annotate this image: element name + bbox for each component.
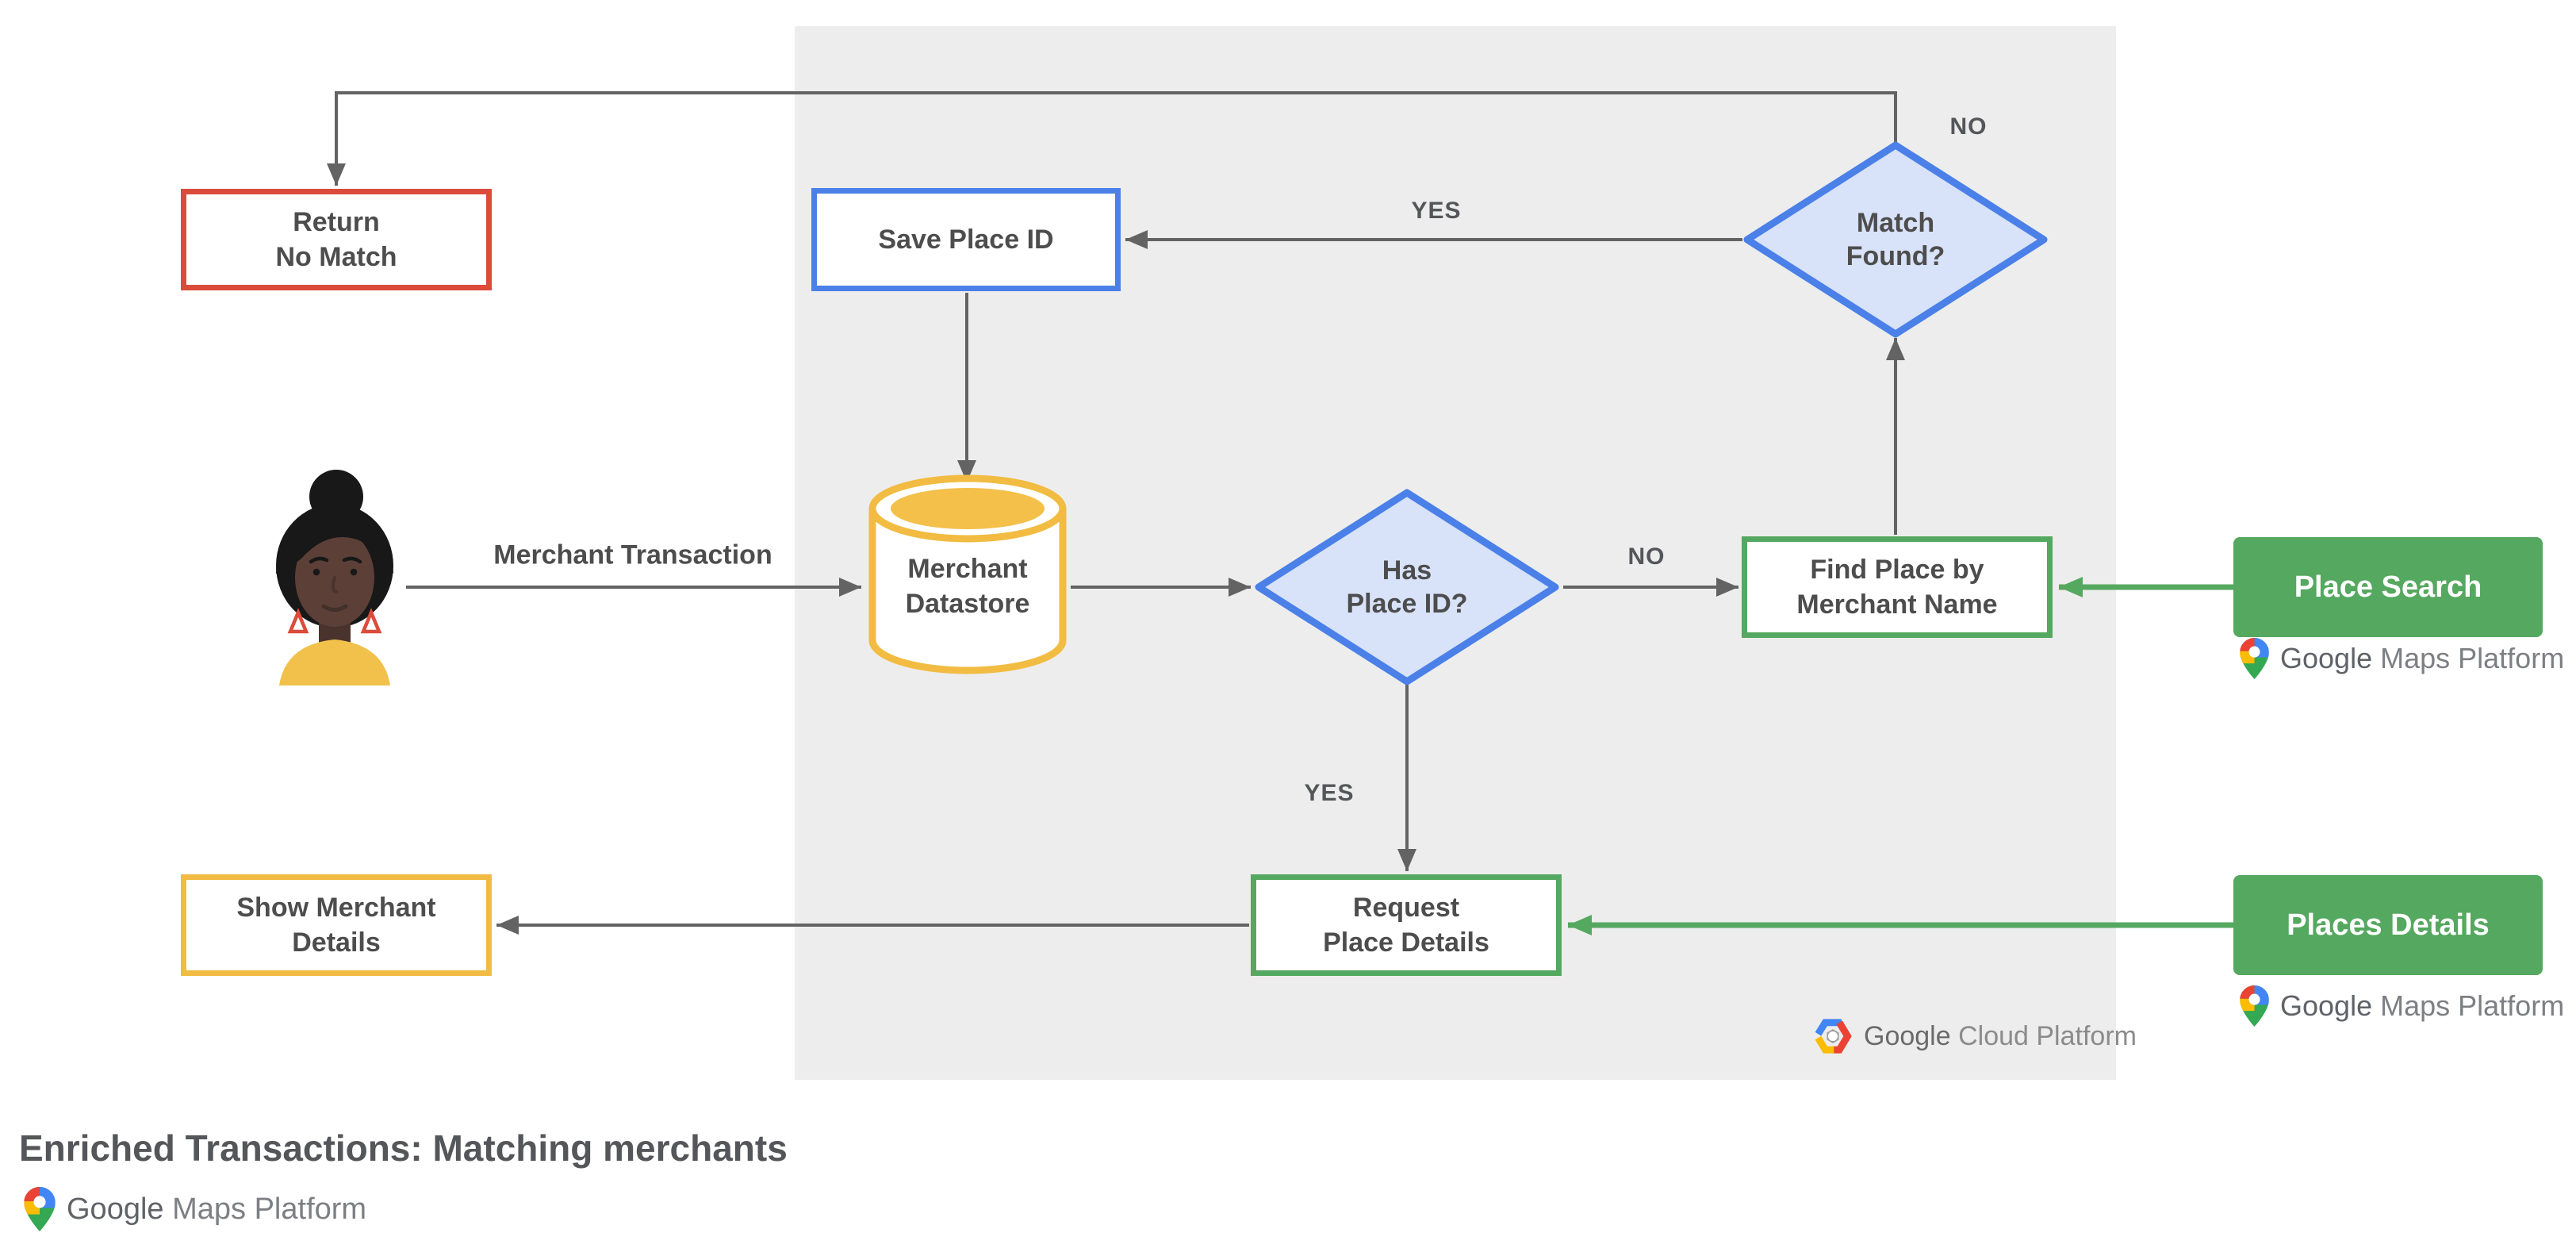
edge-label-match-yes: YES <box>1411 198 1462 224</box>
node-show-merchant-details: Show Merchant Details <box>181 874 492 976</box>
gmp-google-text: Google <box>2280 642 2373 674</box>
gmp-wordmark: Google Maps Platform <box>2280 989 2564 1023</box>
match-found-label: Match Found? <box>1846 207 1945 272</box>
gcp-product-text: Cloud Platform <box>1958 1020 2137 1051</box>
gmp-product-text: Maps Platform <box>2380 989 2565 1022</box>
merchant-datastore-label: Merchant Datastore <box>905 553 1030 619</box>
node-return-no-match: Return No Match <box>181 189 492 290</box>
diamond-shape <box>1255 489 1559 686</box>
gmp-product-text: Maps Platform <box>2380 642 2565 674</box>
gcp-google-text: Google <box>1864 1020 1951 1051</box>
diagram-title: Enriched Transactions: Matching merchant… <box>19 1127 788 1169</box>
api-card-places-details: Places Details <box>2233 875 2543 975</box>
maps-pin-icon <box>2240 638 2269 679</box>
api-card-place-search: Place Search <box>2233 537 2543 637</box>
gcp-hexagon-icon <box>1815 1019 1852 1054</box>
gmp-logo-footer: Google Maps Platform <box>24 1187 366 1231</box>
gmp-wordmark: Google Maps Platform <box>67 1192 366 1227</box>
gmp-google-text: Google <box>2280 989 2373 1022</box>
edge-label-merchant-transaction: Merchant Transaction <box>493 540 772 570</box>
person-icon <box>276 470 393 686</box>
diamond-shape <box>1743 141 2048 338</box>
gcp-logo: Google Cloud Platform <box>1813 1019 2137 1054</box>
node-find-place-by-merchant-name: Find Place by Merchant Name <box>1742 536 2053 638</box>
node-merchant-datastore: Merchant Datastore <box>866 472 1069 678</box>
node-match-found: Match Found? <box>1742 140 2049 339</box>
node-has-place-id: Has Place ID? <box>1254 488 1560 686</box>
merchant-user-avatar <box>271 467 398 686</box>
maps-pin-icon <box>24 1187 56 1231</box>
maps-pin-icon <box>2240 985 2269 1027</box>
gmp-wordmark: Google Maps Platform <box>2280 642 2564 675</box>
gmp-google-text: Google <box>67 1192 164 1226</box>
gcp-wordmark: Google Cloud Platform <box>1864 1021 2137 1052</box>
edge-label-match-no: NO <box>1949 113 1988 140</box>
has-place-id-label: Has Place ID? <box>1346 555 1468 620</box>
database-cylinder-icon <box>868 474 1067 674</box>
edge-label-has-yes: YES <box>1304 780 1355 806</box>
node-save-place-id: Save Place ID <box>811 188 1121 291</box>
node-request-place-details: Request Place Details <box>1251 874 1562 976</box>
gmp-logo-place-search: Google Maps Platform <box>2240 638 2564 679</box>
edge-label-has-no: NO <box>1627 543 1666 570</box>
gmp-product-text: Maps Platform <box>172 1192 367 1226</box>
gmp-logo-places-details: Google Maps Platform <box>2240 985 2564 1027</box>
